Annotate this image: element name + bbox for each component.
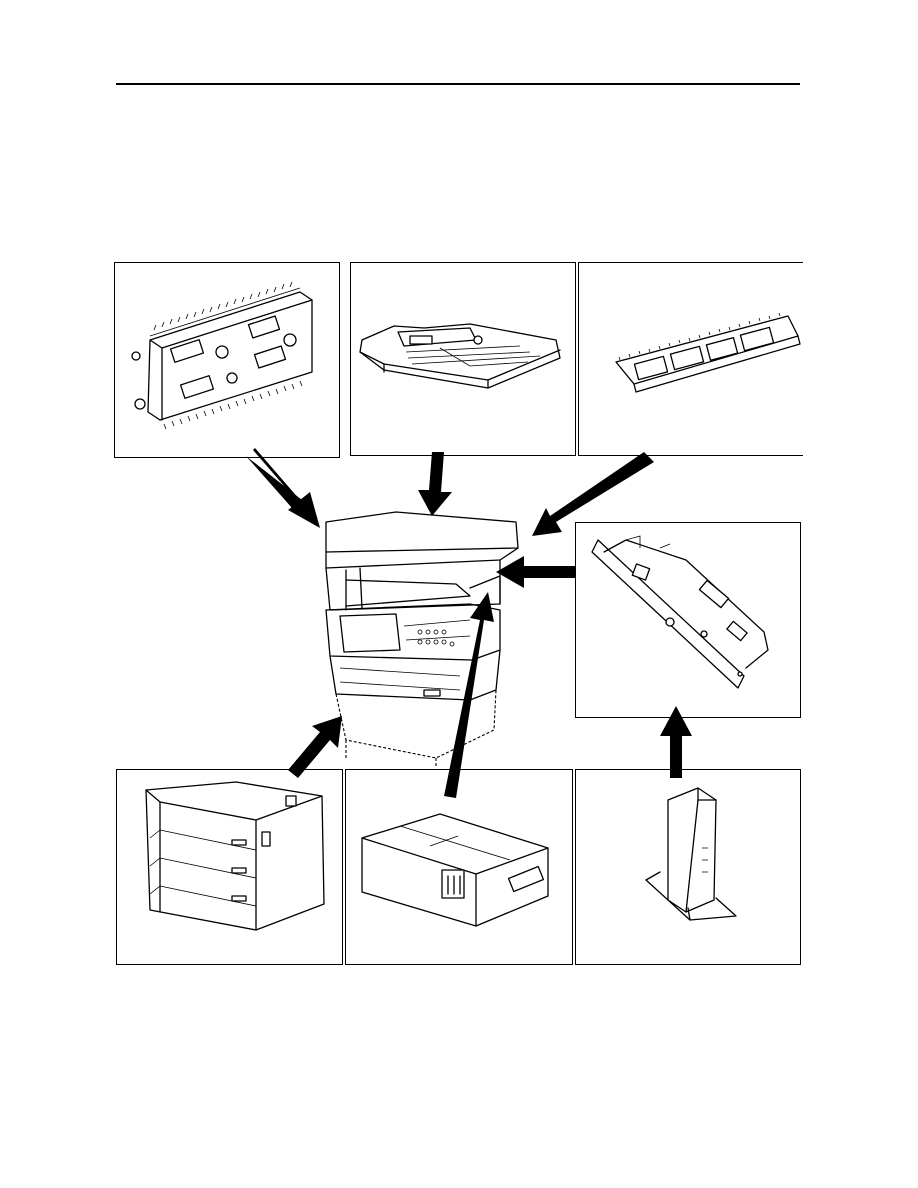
wireless-device-icon	[646, 788, 736, 920]
paper-feeder-icon	[146, 782, 324, 930]
arrow-processor-to-copier	[418, 452, 452, 516]
arrow-feeder-to-copier	[288, 716, 342, 778]
arrow-duplex-to-copier	[246, 448, 320, 528]
arrow-counter-to-copier	[444, 592, 494, 798]
document-processor-icon	[360, 324, 560, 388]
arrow-network-to-copier	[496, 556, 576, 588]
key-counter-icon	[362, 814, 548, 926]
duplex-unit-icon	[132, 282, 312, 429]
copier-icon	[326, 512, 518, 768]
network-card-icon	[592, 536, 768, 688]
arrow-wireless-to-network	[660, 706, 692, 778]
memory-module-icon	[616, 313, 800, 392]
arrow-memory-to-copier	[532, 452, 654, 536]
